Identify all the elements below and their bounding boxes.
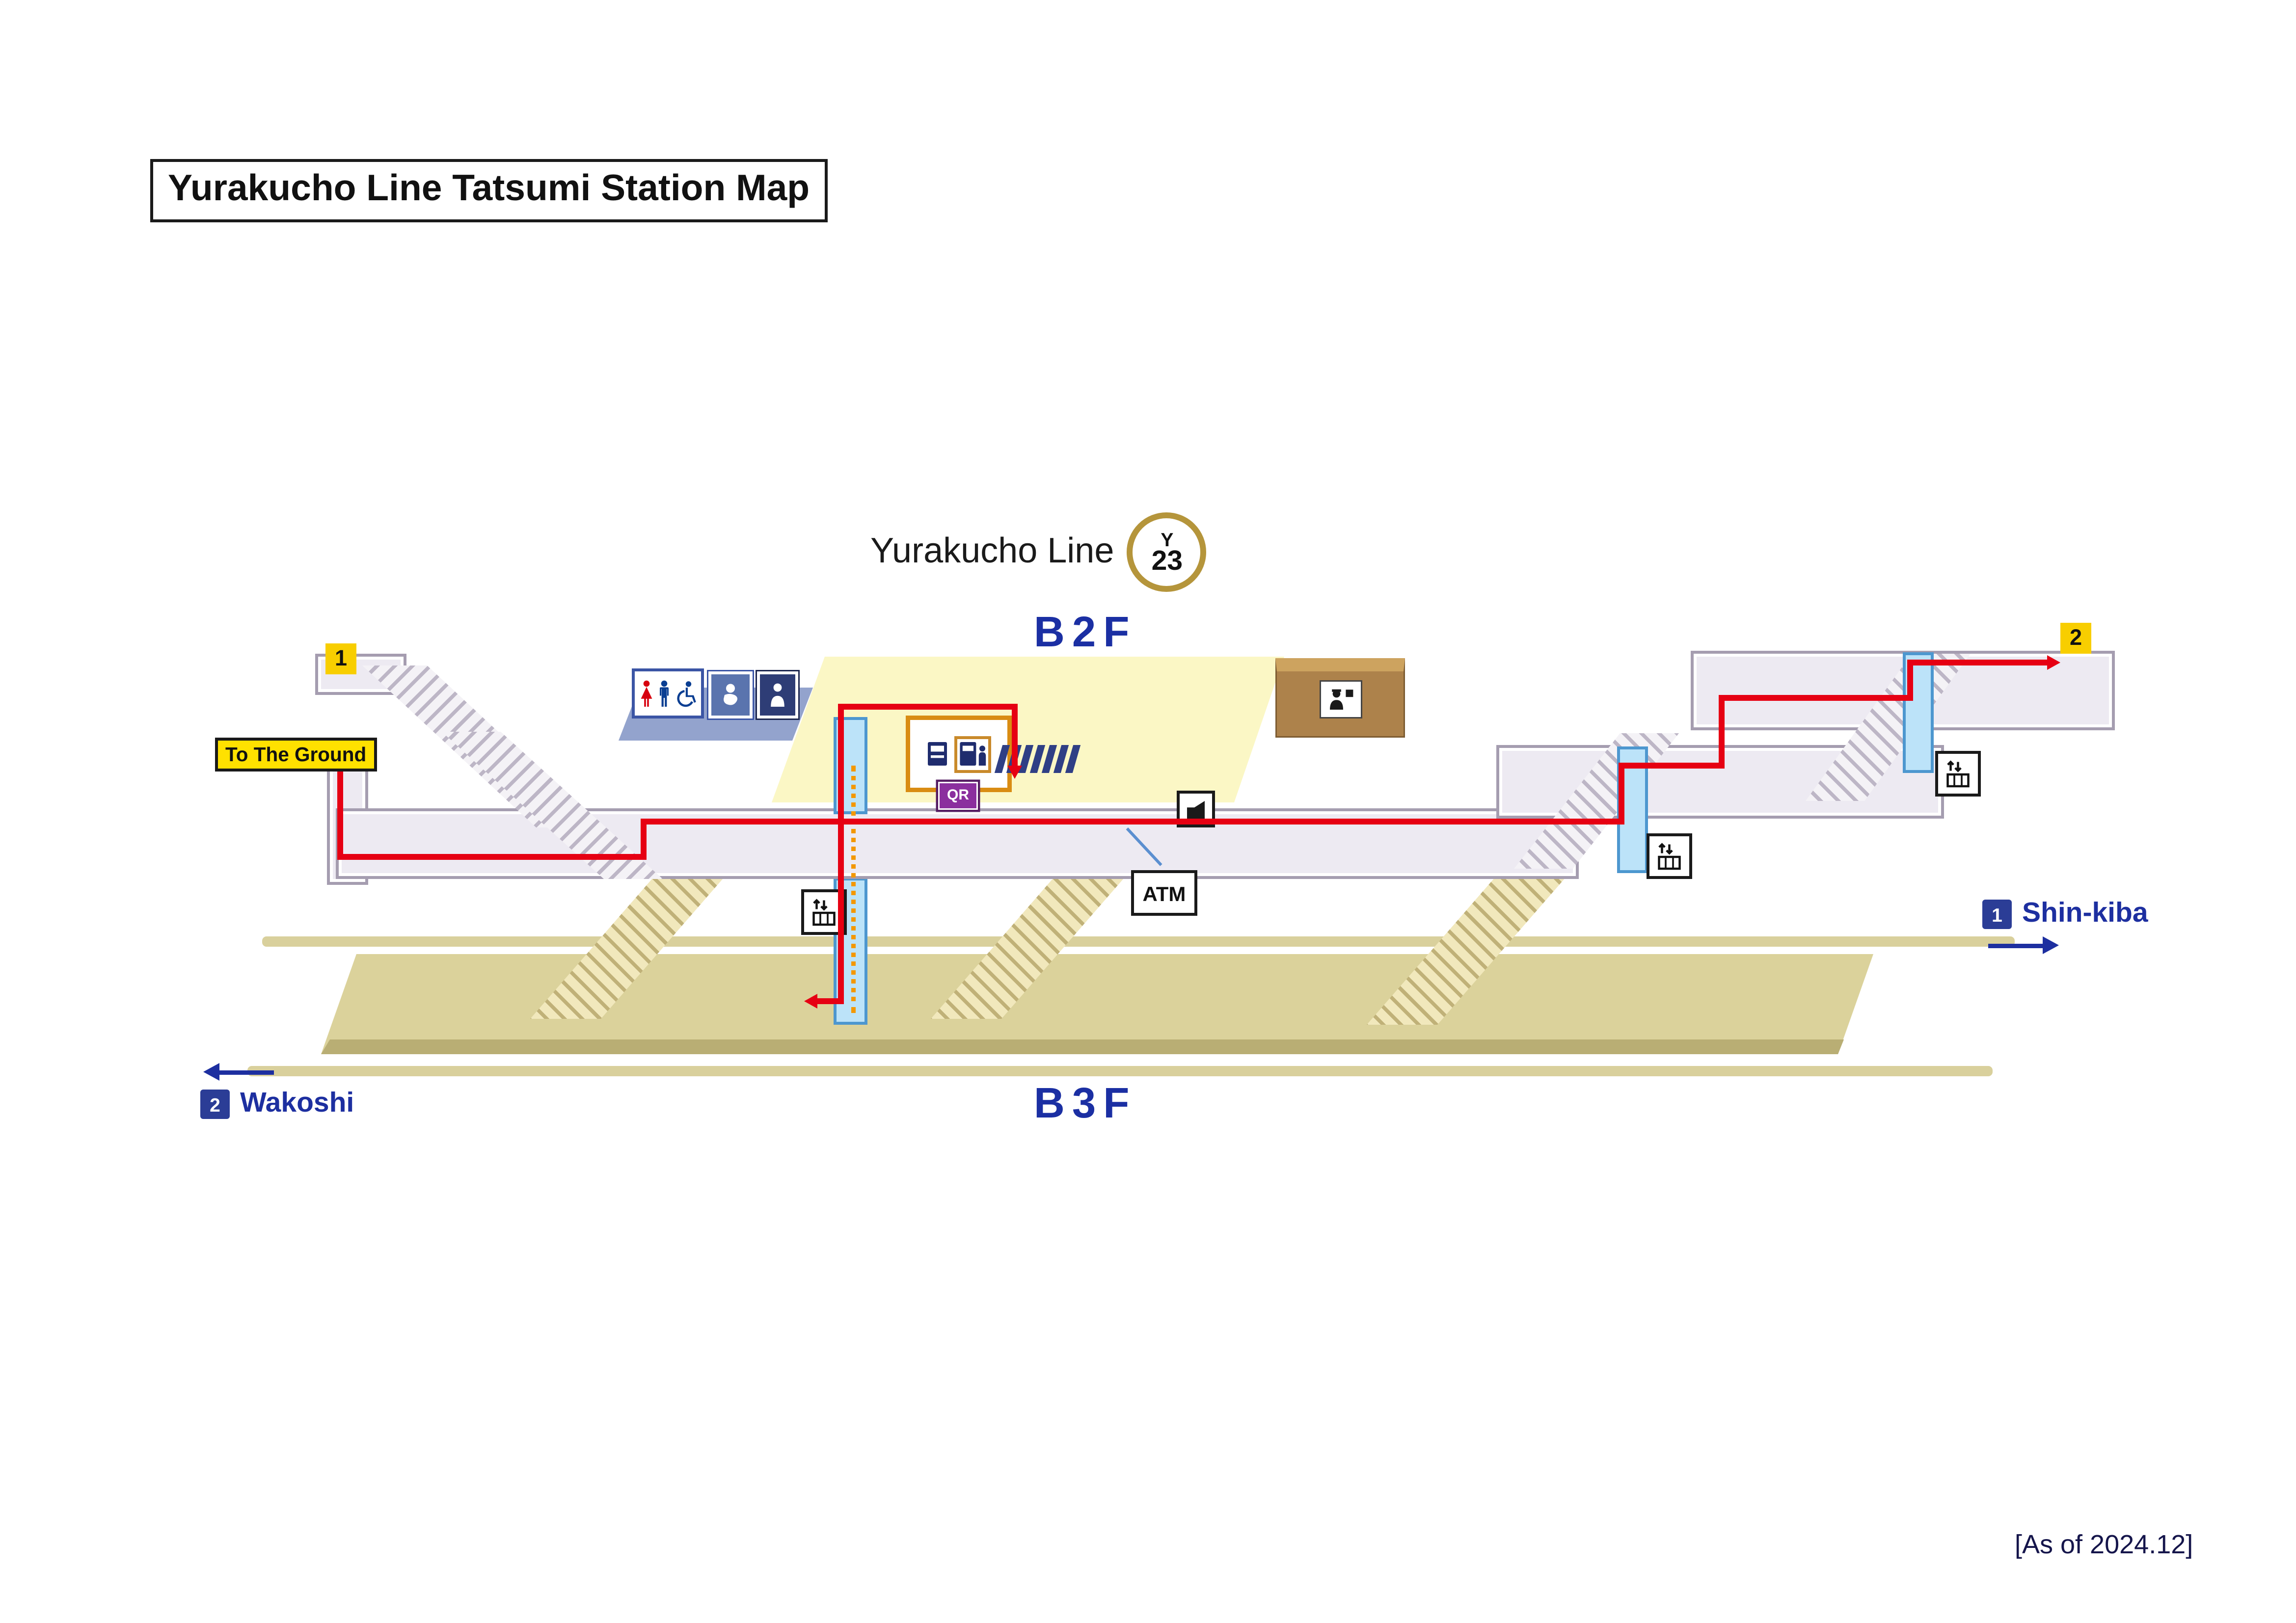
route-line-segment — [811, 998, 844, 1004]
exit2-number: 2 — [2069, 626, 2082, 651]
woman-icon — [641, 680, 652, 706]
route-line-segment — [838, 704, 844, 1001]
accessible-facility-icon — [756, 670, 800, 720]
as-of-date: [As of 2024.12] — [2015, 1530, 2193, 1561]
platform2-badge: 2 — [200, 1090, 230, 1119]
route-arrow-exit2 — [2047, 655, 2065, 670]
route-line-segment — [337, 854, 647, 860]
to-the-ground-text: To The Ground — [225, 744, 367, 766]
ticket-machine-icon — [928, 742, 947, 766]
platform1-badge: 1 — [1982, 900, 2012, 929]
track-line-wakoshi — [247, 1066, 1993, 1076]
line-name-label: Yurakucho Line — [870, 532, 1114, 571]
man-icon — [660, 680, 669, 706]
exit1-number: 1 — [334, 646, 348, 671]
station-number: 23 — [1151, 545, 1183, 577]
restroom-block — [632, 668, 800, 720]
wakoshi-label: Wakoshi — [240, 1088, 354, 1119]
route-arrow-gates — [1007, 766, 1022, 783]
route-arrow-platform — [800, 994, 817, 1009]
wheelchair-icon — [677, 680, 696, 706]
shin-kiba-label: Shin-kiba — [2022, 898, 2148, 929]
map-title: Yurakucho Line Tatsumi Station Map — [168, 168, 810, 209]
track-line-shin-kiba — [262, 936, 2015, 947]
as-of-text: [As of 2024.12] — [2015, 1530, 2193, 1559]
ticket-machine-area — [906, 716, 1012, 792]
platform1-number: 1 — [1992, 903, 2002, 926]
line-symbol-letter: Y — [1161, 528, 1174, 550]
qr-label: QR — [947, 788, 969, 804]
elevator-icon — [1647, 833, 1692, 879]
station-office-icon — [1320, 680, 1362, 718]
b2f-label: B2F — [1034, 610, 1137, 657]
line-symbol-y23: Y 23 — [1127, 512, 1207, 592]
restroom-icon — [632, 668, 704, 718]
route-line-segment — [1012, 704, 1018, 769]
qr-gate-icon: QR — [938, 782, 978, 810]
b3f-platform-edge — [321, 1039, 1844, 1054]
elevator-icon — [1935, 751, 1981, 797]
direction-shin-kiba: 1 Shin-kiba — [1982, 898, 2148, 931]
route-line-segment — [1719, 695, 1725, 769]
to-the-ground-label: To The Ground — [215, 738, 377, 772]
platform2-number: 2 — [210, 1093, 220, 1116]
route-line-segment — [337, 760, 343, 860]
shin-kiba-arrow-icon — [1988, 936, 2059, 954]
route-line-segment — [641, 819, 647, 860]
direction-wakoshi: 2 Wakoshi — [200, 1088, 354, 1120]
route-line-segment — [641, 819, 1624, 825]
atm-label: ATM — [1142, 881, 1186, 905]
exit2-badge: 2 — [2060, 623, 2091, 654]
route-line-segment — [1719, 695, 1913, 701]
route-line-segment — [1619, 763, 1725, 769]
route-line-segment — [838, 704, 1018, 710]
baby-care-icon — [707, 670, 754, 720]
atm-box: ATM — [1131, 870, 1197, 916]
wakoshi-arrow-icon — [203, 1063, 274, 1081]
line-header: Yurakucho Line Y 23 — [870, 512, 1207, 592]
route-line-segment — [1907, 660, 1913, 701]
exit1-badge: 1 — [325, 643, 356, 674]
route-line-segment — [1619, 763, 1624, 825]
route-line-segment — [1907, 660, 2049, 665]
assisted-ticket-machine-icon — [954, 735, 991, 772]
map-title-box: Yurakucho Line Tatsumi Station Map — [150, 159, 828, 222]
b3f-label: B3F — [1034, 1081, 1137, 1128]
accessible-route-dotted-line — [851, 766, 856, 1013]
station-office — [1275, 658, 1405, 738]
